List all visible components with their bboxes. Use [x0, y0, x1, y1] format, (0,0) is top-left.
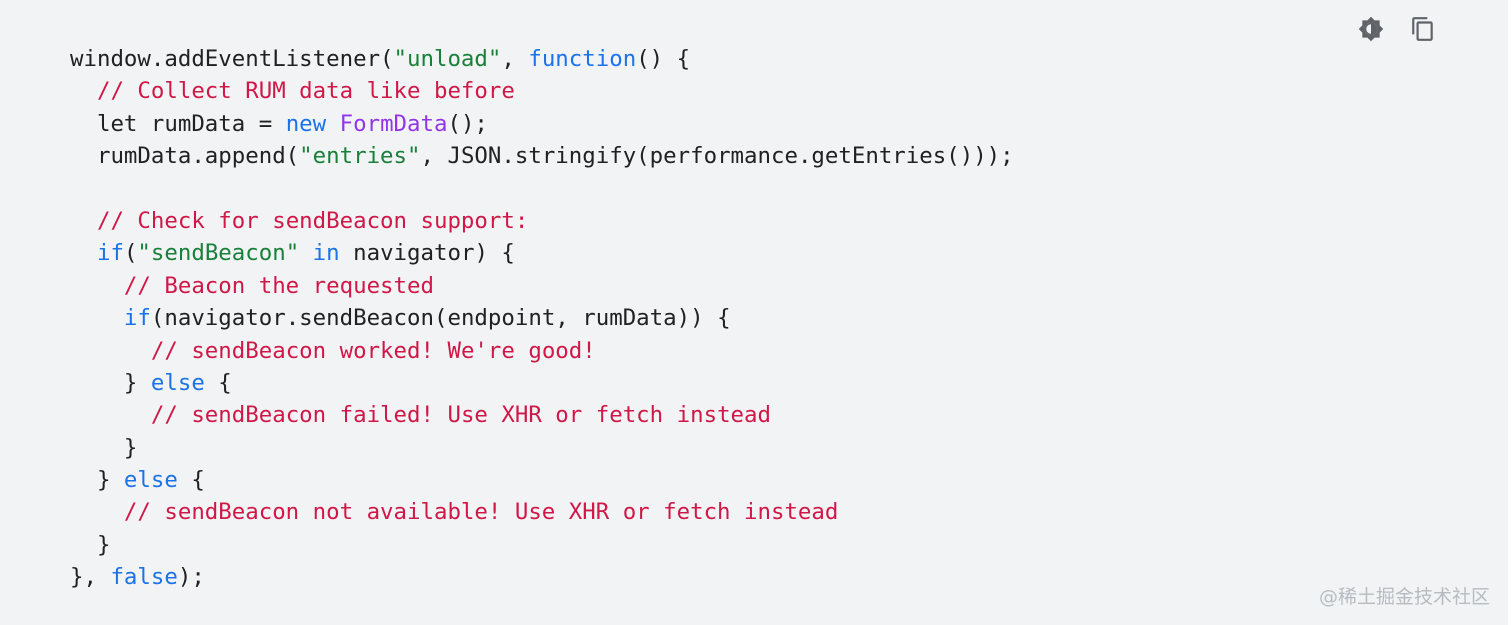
code-token-default [70, 305, 124, 331]
code-token-comment: // sendBeacon failed! Use XHR or fetch i… [150, 402, 771, 429]
code-token-comment: // sendBeacon worked! We're good! [150, 337, 596, 364]
code-token-comment: // Collect RUM data like before [96, 78, 515, 105]
code-token-keyword: if [96, 240, 124, 267]
code-line: let rumData = new FormData(); [70, 108, 1014, 140]
code-token-default: ( [123, 240, 138, 267]
code-token-keyword: in [312, 240, 340, 267]
code-token-default: ); [177, 564, 205, 591]
code-token-keyword: function [528, 46, 637, 72]
code-line: } [70, 529, 1014, 561]
code-token-comment: // sendBeacon not available! Use XHR or … [123, 499, 839, 526]
code-token-string: "unload" [393, 46, 502, 72]
code-token-default: () { [636, 46, 691, 72]
code-line: window.addEventListener("unload", functi… [70, 43, 1014, 75]
code-line [70, 173, 1014, 205]
code-line: // sendBeacon worked! We're good! [70, 335, 1014, 367]
code-token-default: { [177, 467, 205, 494]
code-token-keyword: false [110, 564, 178, 591]
code-toolbar [1356, 14, 1438, 44]
code-token-default: (); [447, 110, 488, 137]
code-token-default [70, 240, 97, 266]
code-token-default [299, 240, 312, 266]
code-token-default: } [70, 467, 124, 494]
code-token-default [70, 273, 124, 299]
code-token-default [70, 402, 151, 428]
code-token-keyword: if [123, 305, 151, 332]
code-token-default: window.addEventListener( [70, 46, 394, 72]
code-line: // sendBeacon failed! Use XHR or fetch i… [70, 399, 1014, 431]
code-token-keyword: else [150, 369, 205, 396]
code-token-default: , [501, 46, 529, 72]
code-token-comment: // Check for sendBeacon support: [96, 207, 529, 234]
code-token-default: }, [70, 564, 111, 591]
code-token-string: "sendBeacon" [137, 240, 300, 267]
code-token-default: (navigator.sendBeacon(endpoint, rumData)… [150, 305, 731, 332]
code-token-default [70, 78, 97, 104]
code-token-default: let rumData = [70, 110, 286, 137]
code-line: if("sendBeacon" in navigator) { [70, 237, 1014, 269]
code-line: } else { [70, 367, 1014, 399]
code-token-string: "entries" [299, 143, 421, 170]
code-token-default: navigator) { [339, 240, 515, 267]
code-token-type: FormData [339, 110, 448, 137]
watermark-text: @稀土掘金技术社区 [1318, 586, 1490, 608]
code-token-default: rumData.append( [70, 143, 300, 170]
copy-icon[interactable] [1408, 14, 1438, 44]
code-token-default: } [70, 434, 138, 461]
code-line: if(navigator.sendBeacon(endpoint, rumDat… [70, 302, 1014, 334]
code-listing: window.addEventListener("unload", functi… [70, 43, 1014, 594]
code-token-default [70, 208, 97, 234]
code-token-default: , JSON.stringify(performance.getEntries(… [420, 143, 1014, 170]
code-token-default [70, 499, 124, 525]
code-line: }, false); [70, 561, 1014, 593]
code-token-keyword: new [285, 110, 327, 137]
code-line: // Collect RUM data like before [70, 75, 1014, 107]
code-token-comment: // Beacon the requested [123, 272, 434, 299]
code-token-default: } [70, 531, 111, 558]
code-line: // Beacon the requested [70, 270, 1014, 302]
code-token-default: } [70, 369, 151, 396]
code-token-default [70, 338, 151, 364]
code-token-default [326, 111, 339, 137]
brightness-contrast-icon[interactable] [1356, 14, 1386, 44]
code-token-keyword: else [123, 467, 178, 494]
code-line: // Check for sendBeacon support: [70, 205, 1014, 237]
code-line: } else { [70, 464, 1014, 496]
code-line: // sendBeacon not available! Use XHR or … [70, 496, 1014, 528]
code-line: } [70, 432, 1014, 464]
code-line: rumData.append("entries", JSON.stringify… [70, 140, 1014, 172]
code-token-default: { [204, 369, 232, 396]
